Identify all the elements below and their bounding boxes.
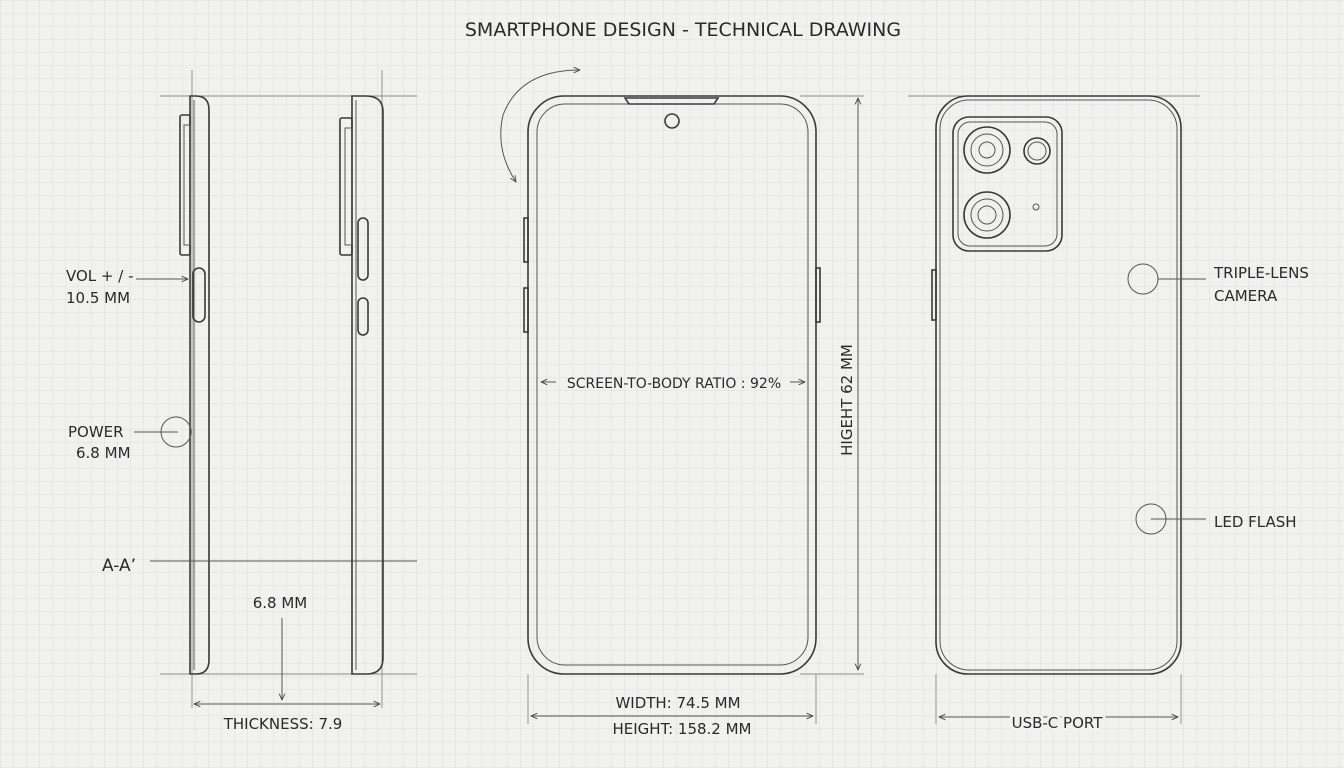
front-view [500, 70, 864, 724]
camera-label-line1: TRIPLE-LENS [1213, 264, 1309, 282]
front-camera [664, 113, 680, 129]
power-size: 6.8 MM [76, 444, 131, 462]
port-label: USB-C PORT [1012, 714, 1104, 732]
back-view [908, 95, 1206, 724]
camera-module [952, 116, 1063, 252]
height-vertical-label: HIGEHT 62 MM [838, 344, 856, 456]
flash-icon [1032, 203, 1040, 211]
flash-label: LED FLASH [1214, 513, 1297, 531]
drawing-title: SMARTPHONE DESIGN - TECHNICAL DRAWING [465, 19, 901, 41]
section-label: A-A’ [102, 556, 136, 576]
width-label: WIDTH: 74.5 MM [615, 694, 740, 712]
earpiece-notch [623, 97, 720, 105]
depth-label: 6.8 MM [253, 594, 308, 612]
rotation-arrow [500, 70, 580, 182]
volume-button [192, 267, 206, 323]
power-label: POWER [68, 423, 124, 441]
camera-label-line2: CAMERA [1214, 287, 1278, 305]
vol-label: VOL + / - [66, 267, 134, 285]
screen-ratio-label: SCREEN-TO-BODY RATIO : 92% [567, 376, 781, 392]
thickness-label: THICKNESS: 7.9 [223, 715, 343, 733]
vol-size: 10.5 MM [66, 289, 130, 307]
side-view-left [134, 70, 417, 708]
side-view-right [194, 95, 384, 704]
height-label: HEIGHT: 158.2 MM [612, 720, 751, 738]
